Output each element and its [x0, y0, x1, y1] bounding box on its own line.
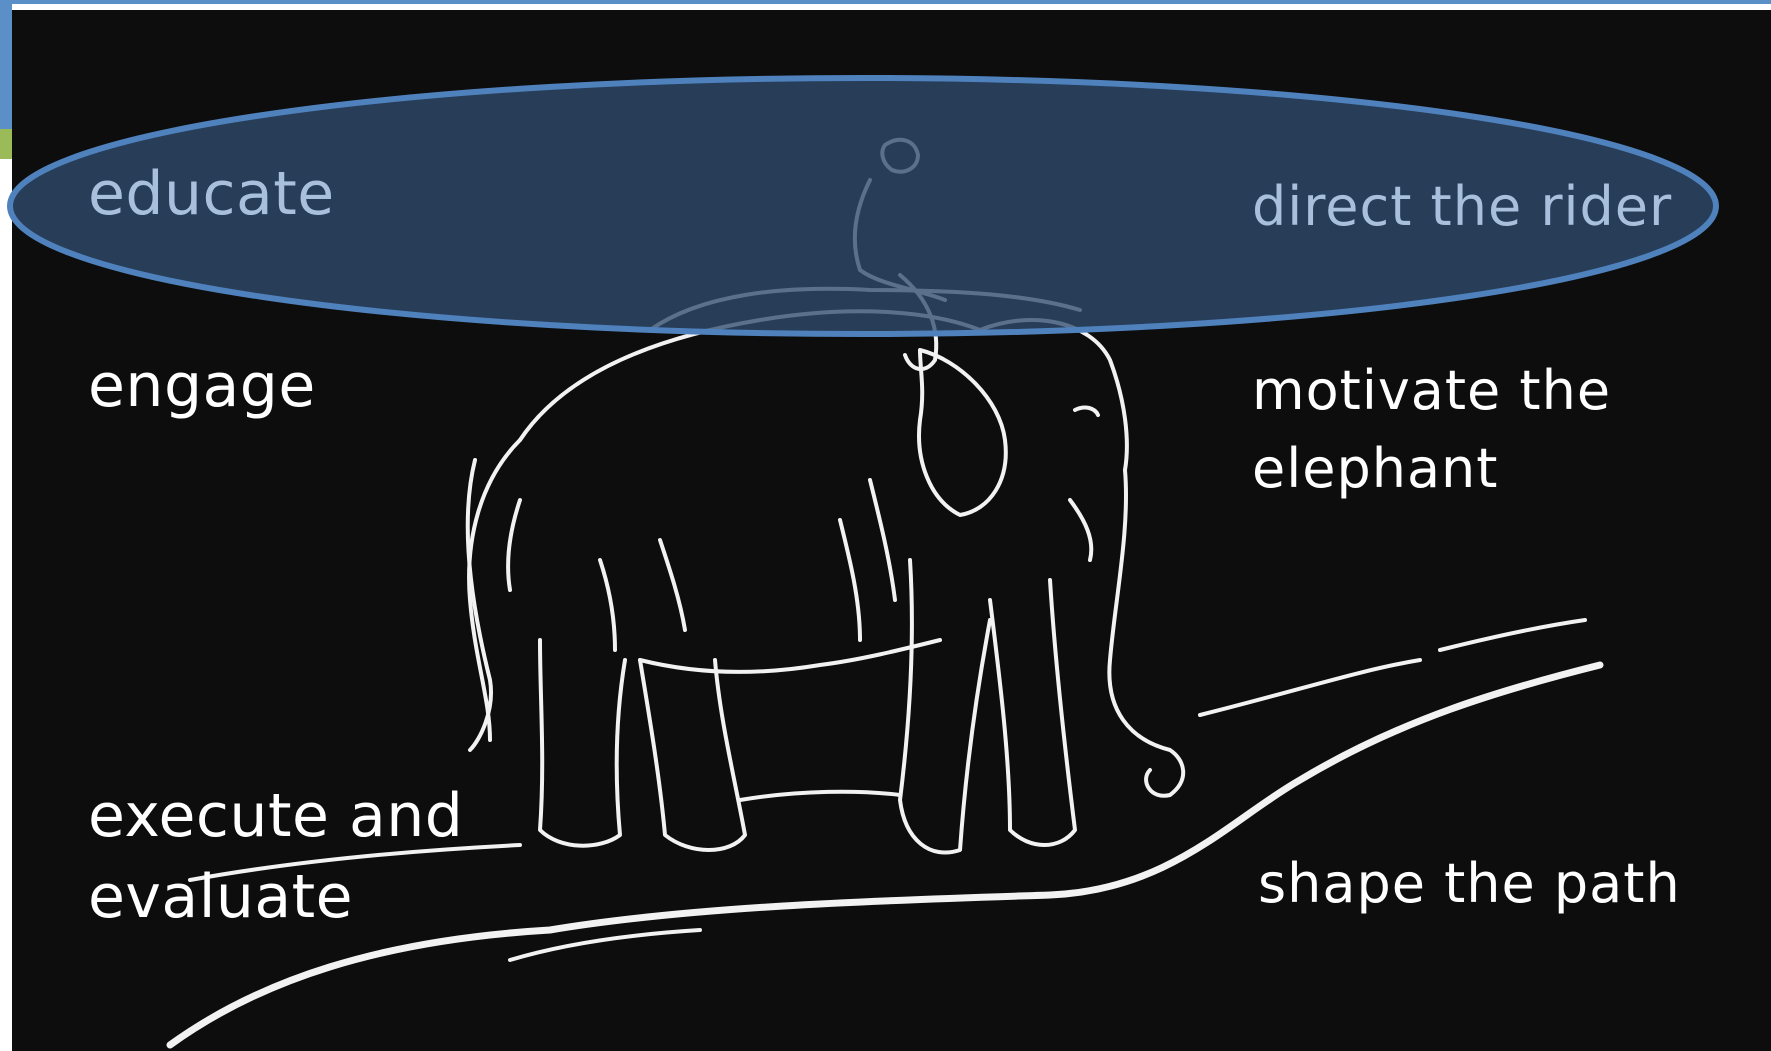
- label-motivate-line1: motivate the: [1252, 352, 1712, 430]
- path-line-right-top: [1440, 620, 1585, 650]
- elephant-texture-1: [508, 500, 520, 590]
- elephant-front-leg-2: [990, 580, 1075, 845]
- label-execute-and-evaluate: execute and evaluate: [88, 776, 588, 938]
- path-line-right-upper: [1200, 660, 1420, 715]
- elephant-rump: [469, 440, 520, 740]
- label-execute-line1: execute and: [88, 776, 588, 857]
- elephant-texture-3: [660, 540, 685, 630]
- label-execute-line2: evaluate: [88, 857, 588, 938]
- elephant-belly: [640, 640, 940, 672]
- elephant-ear: [919, 350, 1006, 515]
- label-shape-the-path: shape the path: [1258, 853, 1681, 915]
- elephant-texture-5: [870, 480, 895, 600]
- elephant-back-leg-2: [640, 660, 745, 850]
- label-educate: educate: [88, 160, 335, 229]
- elephant-texture-4: [840, 520, 860, 640]
- elephant-texture-2: [600, 560, 615, 650]
- label-engage: engage: [88, 352, 316, 421]
- elephant-eye: [1075, 408, 1098, 415]
- path-line-feet: [740, 792, 900, 800]
- elephant-tusk: [1070, 500, 1091, 560]
- label-direct-the-rider: direct the rider: [1252, 176, 1672, 238]
- label-motivate-the-elephant: motivate the elephant: [1252, 352, 1712, 509]
- elephant-head: [980, 320, 1127, 470]
- elephant-trunk: [1109, 470, 1183, 796]
- label-motivate-line2: elephant: [1252, 430, 1712, 508]
- elephant-front-leg-1: [900, 560, 990, 853]
